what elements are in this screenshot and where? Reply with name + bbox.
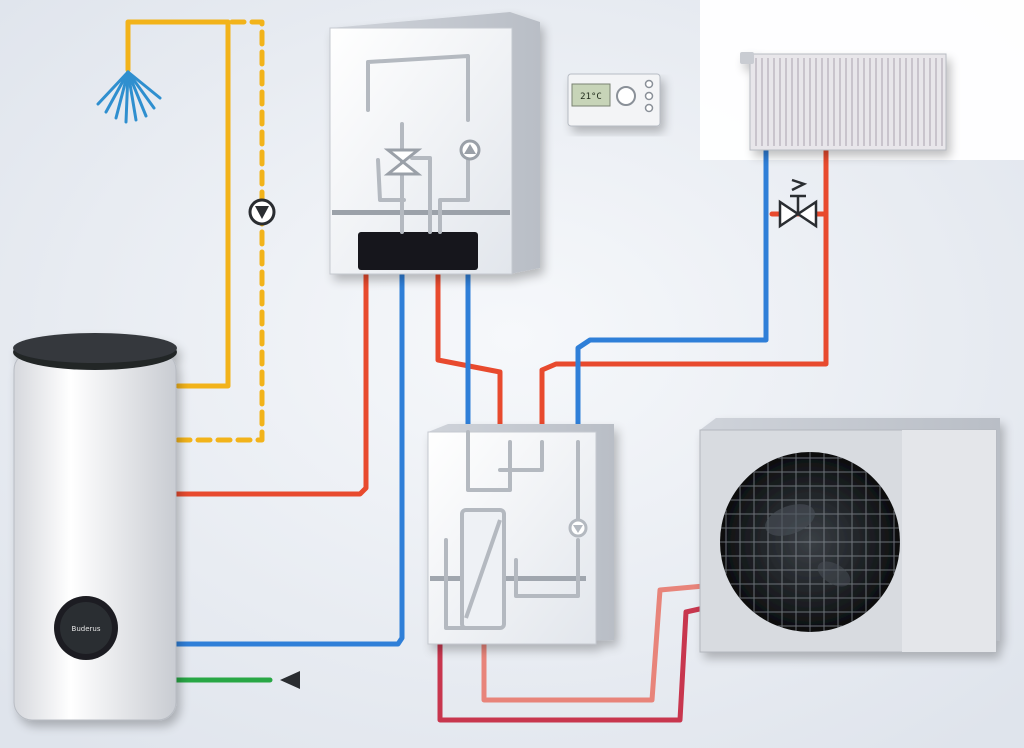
inlet-arrow-icon [280,671,300,689]
pump-icon [248,198,276,226]
dhw-hot-pipe [125,19,231,389]
heat-pump-outdoor-unit [699,418,1000,653]
room-thermostat [567,73,661,127]
tank-return-pipe [173,272,405,647]
boiler-internal-piping [366,54,470,234]
tank-brand-label: Buderus [72,625,101,633]
three-way-valve-icon [383,148,423,176]
module-pump-icon [568,518,588,538]
wall-boiler [329,12,540,275]
thermostat-display-text: 21°C [580,92,602,102]
heat-exchanger [460,508,506,630]
hot-water-storage-tank [13,333,177,721]
refrigerant-line-dark [437,605,707,723]
module-to-radiator-cold [575,147,769,433]
hydraulic-module [427,424,614,645]
tank-supply-pipe [173,272,369,497]
thermostatic-valve-icon [778,178,818,229]
boiler-pump-icon [459,139,481,161]
dhw-circulation-pipe [175,19,265,443]
radiator [740,52,947,151]
refrigerant-line-light [481,583,707,703]
module-to-radiator-hot [539,147,829,433]
shower-head-icon [96,70,162,124]
